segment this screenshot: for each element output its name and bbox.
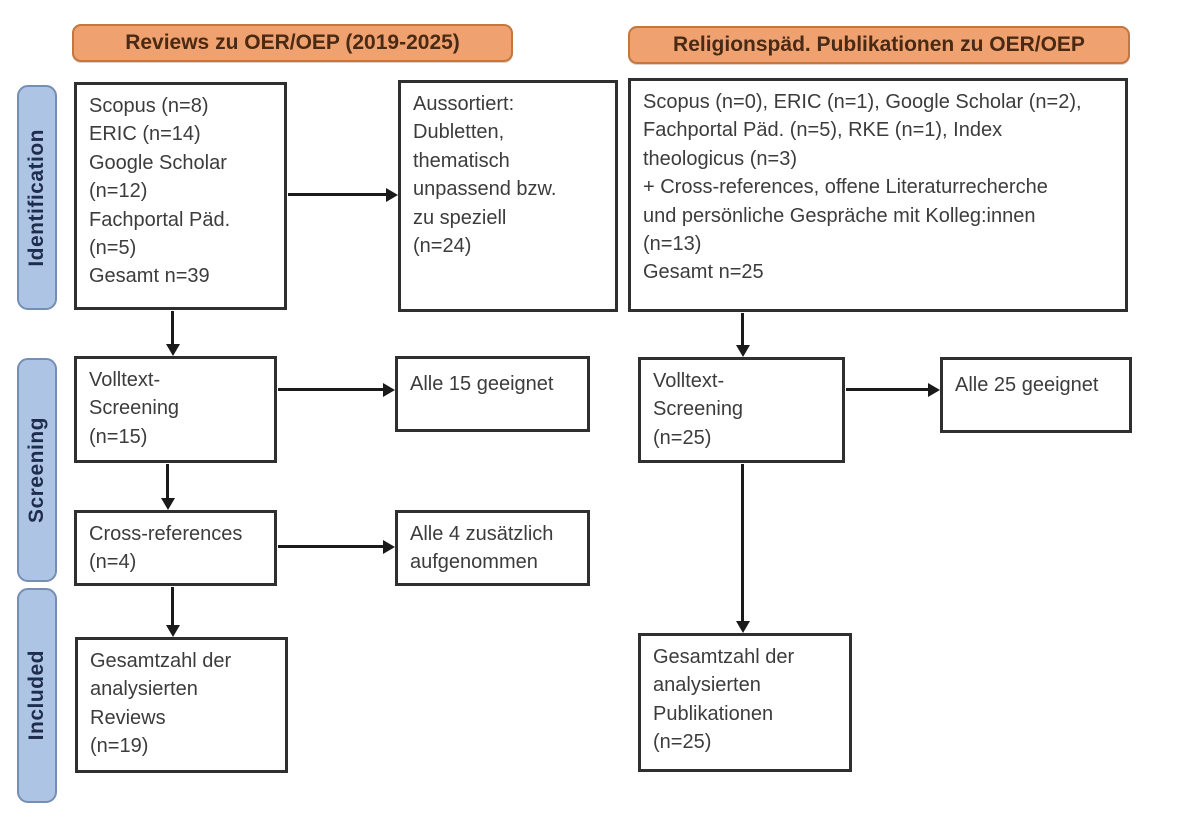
arrow-right-screening-to-result: [846, 383, 940, 397]
stage-label-included: Included: [17, 588, 57, 803]
arrow-left-crossref-to-result: [278, 540, 395, 554]
box-right-screening-result: Alle 25 geeignet: [940, 357, 1132, 433]
stage-label-identification: Identification: [17, 85, 57, 310]
column-header-reviews-label: Reviews zu OER/OEP (2019-2025): [125, 31, 460, 54]
arrow-left-screening-to-crossref: [161, 464, 175, 510]
box-left-crossref-result-text: Alle 4 zusätzlich aufgenommen: [410, 523, 554, 574]
box-left-excluded-text: Aussortiert: Dubletten, thematisch unpas…: [413, 93, 557, 257]
box-left-excluded: Aussortiert: Dubletten, thematisch unpas…: [398, 80, 618, 312]
box-left-screening-result: Alle 15 geeignet: [395, 356, 590, 432]
box-left-fulltext-screening: Volltext- Screening (n=15): [74, 356, 277, 463]
box-right-included-total: Gesamtzahl der analysierten Publikatione…: [638, 633, 852, 772]
stage-label-included-text: Included: [25, 650, 48, 741]
arrow-right-sources-to-screening: [736, 313, 750, 357]
box-right-sources: Scopus (n=0), ERIC (n=1), Google Scholar…: [628, 78, 1128, 312]
stage-label-screening: Screening: [17, 358, 57, 582]
column-header-religionspaed: Religionspäd. Publikationen zu OER/OEP: [628, 26, 1130, 64]
box-right-screening-result-text: Alle 25 geeignet: [955, 374, 1099, 396]
box-left-crossreferences-text: Cross-references (n=4): [89, 523, 243, 574]
box-left-screening-result-text: Alle 15 geeignet: [410, 373, 554, 395]
arrow-left-screening-to-result: [278, 383, 395, 397]
arrow-left-sources-to-excluded: [288, 188, 398, 202]
stage-label-screening-text: Screening: [25, 416, 48, 524]
box-right-sources-text: Scopus (n=0), ERIC (n=1), Google Scholar…: [643, 91, 1082, 284]
box-left-included-total-text: Gesamtzahl der analysierten Reviews (n=1…: [90, 650, 232, 758]
arrow-right-screening-to-included: [736, 464, 750, 633]
column-header-religionspaed-label: Religionspäd. Publikationen zu OER/OEP: [673, 33, 1085, 56]
box-right-included-total-text: Gesamtzahl der analysierten Publikatione…: [653, 646, 795, 754]
stage-label-identification-text: Identification: [25, 128, 48, 267]
box-right-fulltext-screening-text: Volltext- Screening (n=25): [653, 370, 744, 449]
box-left-fulltext-screening-text: Volltext- Screening (n=15): [89, 369, 180, 448]
column-header-reviews: Reviews zu OER/OEP (2019-2025): [72, 24, 513, 62]
box-left-sources-text: Scopus (n=8) ERIC (n=14) Google Scholar …: [89, 95, 231, 288]
box-left-included-total: Gesamtzahl der analysierten Reviews (n=1…: [75, 637, 288, 773]
arrow-left-sources-to-screening: [166, 311, 180, 356]
arrow-left-crossref-to-included: [166, 587, 180, 637]
box-left-crossreferences: Cross-references (n=4): [74, 510, 277, 586]
box-left-sources: Scopus (n=8) ERIC (n=14) Google Scholar …: [74, 82, 287, 310]
box-left-crossref-result: Alle 4 zusätzlich aufgenommen: [395, 510, 590, 586]
box-right-fulltext-screening: Volltext- Screening (n=25): [638, 357, 845, 463]
